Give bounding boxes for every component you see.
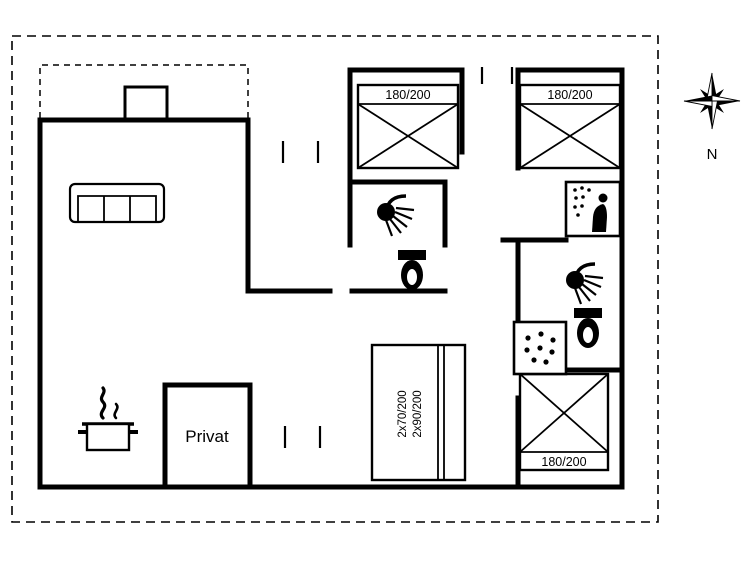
property-boundary xyxy=(11,35,659,523)
bed-outline xyxy=(518,372,610,472)
shower-spray xyxy=(395,206,415,212)
shower-spray xyxy=(392,215,408,228)
compass-point-n xyxy=(712,73,718,101)
compass-rose-icon: N xyxy=(683,72,741,163)
compass-point-w xyxy=(684,95,712,101)
person-body xyxy=(592,204,607,232)
washing-machine-icon xyxy=(512,320,568,376)
compass-point-s xyxy=(706,101,712,129)
wardrobe: 2x70/200 2x90/200 xyxy=(370,343,467,482)
toilet-tank xyxy=(398,250,426,260)
toilet-icon xyxy=(398,250,426,290)
sofa-back xyxy=(77,195,157,222)
shower-head xyxy=(377,203,395,221)
toilet-icon xyxy=(574,308,602,348)
shower-spray xyxy=(384,219,394,237)
shower-icon xyxy=(377,194,415,237)
cooking-pot-icon xyxy=(78,386,138,452)
compass-point-w xyxy=(683,100,713,108)
compass-point-e xyxy=(711,94,741,102)
compass-north-label: N xyxy=(707,146,718,163)
toilet-seat xyxy=(407,269,417,285)
chimney-icon xyxy=(123,85,169,121)
person-head xyxy=(598,193,608,203)
steam-icon xyxy=(113,402,119,420)
shower-cabin-icon xyxy=(564,180,622,238)
drum-dots xyxy=(524,331,556,365)
shower-spray xyxy=(389,218,402,234)
spray-dots xyxy=(573,186,591,217)
wardrobe-size-label: 2x70/200 xyxy=(397,390,409,437)
terrace-outline xyxy=(39,64,249,118)
bed-cross xyxy=(519,103,621,169)
bed-top-middle: 180/200 xyxy=(356,83,460,170)
compass-point-e xyxy=(712,101,740,107)
bed-bottom-right: 180/200 xyxy=(518,372,610,472)
bed-cross xyxy=(519,373,609,453)
sofa-outline xyxy=(68,182,166,224)
pot-body xyxy=(85,422,131,452)
door-opening-markers xyxy=(281,67,514,448)
steam-icon xyxy=(99,386,107,420)
bed-cross xyxy=(357,103,459,169)
wardrobe-size-label: 2x90/200 xyxy=(412,390,424,437)
compass-point-s xyxy=(711,100,719,130)
shower-icon xyxy=(564,262,605,306)
bed-outline xyxy=(518,83,622,170)
walls xyxy=(37,67,625,490)
shower-spray xyxy=(394,210,413,221)
bed-size-label: 180/200 xyxy=(385,88,430,102)
bed-size-label: 180/200 xyxy=(541,455,586,469)
bed-top-right: 180/200 xyxy=(518,83,622,170)
sofa-icon xyxy=(68,182,166,224)
private-room-label: Privat xyxy=(185,427,229,446)
wardrobe-outline xyxy=(370,343,467,482)
bed-size-label: 180/200 xyxy=(547,88,592,102)
bed-outline xyxy=(356,83,460,170)
